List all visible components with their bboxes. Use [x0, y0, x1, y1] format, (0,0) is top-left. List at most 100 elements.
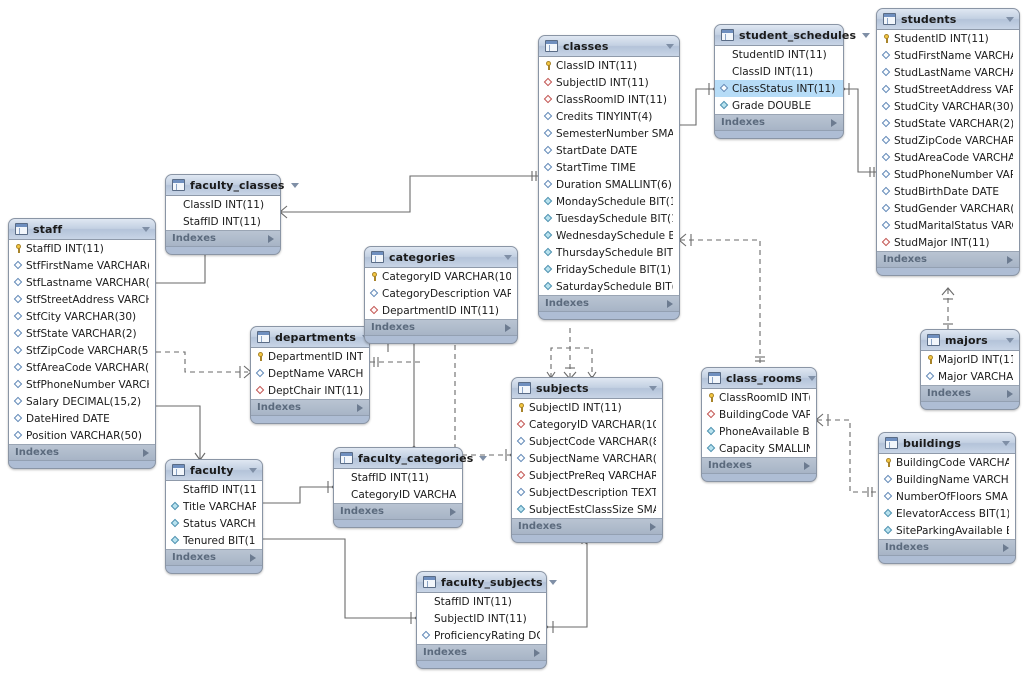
chevron-down-icon[interactable] — [290, 182, 299, 188]
column-row[interactable]: StudGender VARCHAR(1) — [877, 200, 1019, 217]
column-row[interactable]: Grade DOUBLE — [715, 97, 843, 114]
indexes-section-departments[interactable]: Indexes — [251, 400, 369, 416]
column-row[interactable]: StaffID INT(11) — [166, 213, 280, 230]
column-row[interactable]: Credits TINYINT(4) — [539, 108, 679, 125]
column-row[interactable]: PhoneAvailable BIT(1) — [702, 423, 816, 440]
column-row[interactable]: DateHired DATE — [9, 410, 155, 427]
column-row[interactable]: DepartmentID INT(11) — [365, 302, 517, 319]
chevron-down-icon[interactable] — [479, 455, 488, 461]
column-row[interactable]: WednesdaySchedule BIT(1) — [539, 227, 679, 244]
chevron-down-icon[interactable] — [504, 254, 512, 260]
indexes-section-faculty_subjects[interactable]: Indexes — [417, 645, 546, 661]
chevron-down-icon[interactable] — [1002, 440, 1010, 446]
column-row[interactable]: BuildingName VARCHAR(25) — [879, 471, 1015, 488]
column-row[interactable]: DeptName VARCHAR(50) — [251, 365, 369, 382]
column-row[interactable]: ThursdaySchedule BIT(1) — [539, 244, 679, 261]
column-row[interactable]: StudAreaCode VARCHAR(5) — [877, 149, 1019, 166]
table-header-buildings[interactable]: buildings — [879, 433, 1015, 454]
indexes-section-faculty[interactable]: Indexes — [166, 550, 262, 566]
column-row[interactable]: SiteParkingAvailable BIT(1) — [879, 522, 1015, 539]
expand-indexes-icon[interactable] — [268, 234, 274, 243]
column-row[interactable]: CategoryID VARCHAR(10) — [334, 486, 462, 503]
column-row[interactable]: StudStreetAddress VARCHAR(50) — [877, 81, 1019, 98]
table-header-faculty_classes[interactable]: faculty_classes — [166, 175, 299, 196]
column-row[interactable]: ClassID INT(11) — [715, 63, 843, 80]
indexes-section-subjects[interactable]: Indexes — [512, 519, 662, 535]
column-row[interactable]: SaturdaySchedule BIT(1) — [539, 278, 679, 295]
column-row[interactable]: SubjectDescription TEXT — [512, 484, 662, 501]
column-row[interactable]: StudLastName VARCHAR(25) — [877, 64, 1019, 81]
indexes-section-majors[interactable]: Indexes — [921, 386, 1019, 402]
column-row[interactable]: StudState VARCHAR(2) — [877, 115, 1019, 132]
chevron-down-icon[interactable] — [666, 43, 674, 49]
column-row[interactable]: StartDate DATE — [539, 142, 679, 159]
table-header-faculty[interactable]: faculty — [166, 460, 262, 481]
column-row[interactable]: CategoryDescription VARCHAR(75) — [365, 285, 517, 302]
chevron-down-icon[interactable] — [142, 226, 150, 232]
table-header-departments[interactable]: departments — [251, 327, 370, 348]
column-row[interactable]: StfFirstName VARCHAR(25) — [9, 257, 155, 274]
column-row[interactable]: ElevatorAccess BIT(1) — [879, 505, 1015, 522]
column-row[interactable]: SubjectName VARCHAR(50) — [512, 450, 662, 467]
column-row[interactable]: StudentID INT(11) — [877, 30, 1019, 47]
expand-indexes-icon[interactable] — [1007, 389, 1013, 398]
column-row[interactable]: ProficiencyRating DOUBLE — [417, 627, 546, 644]
column-row[interactable]: DeptChair INT(11) — [251, 382, 369, 399]
expand-indexes-icon[interactable] — [505, 323, 511, 332]
indexes-section-class_rooms[interactable]: Indexes — [702, 458, 816, 474]
column-row[interactable]: StartTime TIME — [539, 159, 679, 176]
expand-indexes-icon[interactable] — [1003, 543, 1009, 552]
column-row[interactable]: BuildingCode VARCHAR(3) — [702, 406, 816, 423]
expand-indexes-icon[interactable] — [250, 553, 256, 562]
indexes-section-staff[interactable]: Indexes — [9, 445, 155, 461]
expand-indexes-icon[interactable] — [450, 507, 456, 516]
indexes-section-buildings[interactable]: Indexes — [879, 540, 1015, 556]
expand-indexes-icon[interactable] — [831, 118, 837, 127]
column-row[interactable]: SubjectID INT(11) — [512, 399, 662, 416]
table-header-staff[interactable]: staff — [9, 219, 155, 240]
column-row[interactable]: SubjectID INT(11) — [539, 74, 679, 91]
table-header-student_schedules[interactable]: student_schedules — [715, 25, 871, 46]
table-header-majors[interactable]: majors — [921, 330, 1019, 351]
column-row[interactable]: StudBirthDate DATE — [877, 183, 1019, 200]
column-row[interactable]: DepartmentID INT(11) — [251, 348, 369, 365]
indexes-section-classes[interactable]: Indexes — [539, 296, 679, 312]
column-row[interactable]: StfLastname VARCHAR(25) — [9, 274, 155, 291]
column-row[interactable]: StudZipCode VARCHAR(5) — [877, 132, 1019, 149]
expand-indexes-icon[interactable] — [143, 448, 149, 457]
indexes-section-faculty_categories[interactable]: Indexes — [334, 504, 462, 520]
column-row[interactable]: StudentID INT(11) — [715, 46, 843, 63]
column-row[interactable]: SemesterNumber SMALLINT(6) — [539, 125, 679, 142]
column-row[interactable]: CategoryID VARCHAR(10) — [365, 268, 517, 285]
column-row[interactable]: StaffID INT(11) — [9, 240, 155, 257]
chevron-down-icon[interactable] — [249, 467, 257, 473]
indexes-section-categories[interactable]: Indexes — [365, 320, 517, 336]
chevron-down-icon[interactable] — [807, 375, 816, 381]
column-row[interactable]: Tenured BIT(1) — [166, 532, 262, 549]
column-row[interactable]: Status VARCHAR(12) — [166, 515, 262, 532]
chevron-down-icon[interactable] — [1006, 16, 1014, 22]
column-row[interactable]: CategoryID VARCHAR(10) — [512, 416, 662, 433]
column-row[interactable]: Position VARCHAR(50) — [9, 427, 155, 444]
indexes-section-student_schedules[interactable]: Indexes — [715, 115, 843, 131]
column-row[interactable]: Major VARCHAR(20) — [921, 368, 1019, 385]
column-row[interactable]: ClassID INT(11) — [539, 57, 679, 74]
column-row[interactable]: StfAreaCode VARCHAR(5) — [9, 359, 155, 376]
column-row[interactable]: StudCity VARCHAR(30) — [877, 98, 1019, 115]
indexes-section-faculty_classes[interactable]: Indexes — [166, 231, 280, 247]
column-row[interactable]: SubjectCode VARCHAR(8) — [512, 433, 662, 450]
column-row[interactable]: ClassID INT(11) — [166, 196, 280, 213]
column-row[interactable]: NumberOfFloors SMALLINT(6) — [879, 488, 1015, 505]
column-row[interactable]: SubjectEstClassSize SMALLINT(6) — [512, 501, 662, 518]
column-row[interactable]: StfZipCode VARCHAR(5) — [9, 342, 155, 359]
chevron-down-icon[interactable] — [1006, 337, 1014, 343]
column-row[interactable]: ClassRoomID INT(11) — [702, 389, 816, 406]
